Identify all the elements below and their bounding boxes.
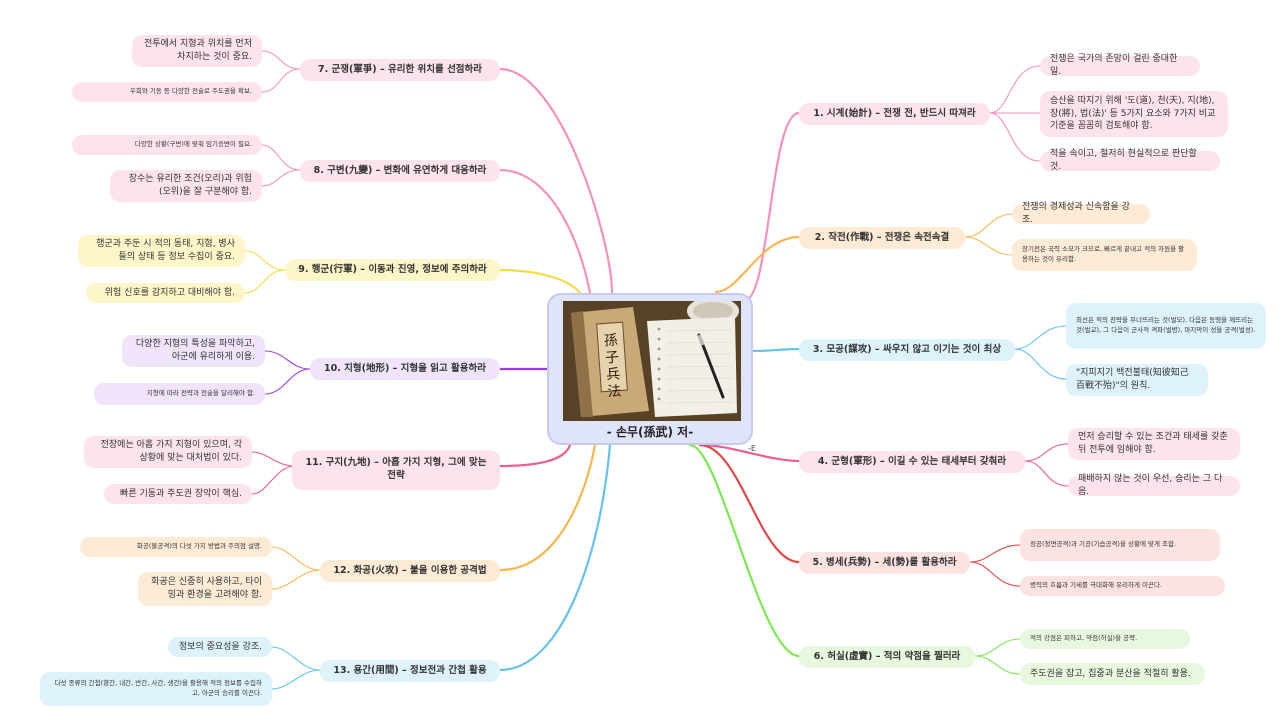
link-branch-13 bbox=[498, 443, 612, 672]
branch-2-leaf-2[interactable]: 장기전은 국력 소모가 크므로, 빠르게 끝내고 적의 자원을 활용하는 것이 … bbox=[1012, 239, 1197, 271]
branch-11-leaf-1[interactable]: 전장에는 아홉 가지 지형이 있으며, 각 상황에 맞는 대처법이 있다. bbox=[84, 436, 252, 468]
link-branch-7 bbox=[498, 67, 614, 295]
branch-12-leaf-1[interactable]: 화공(불공격)의 다섯 가지 방법과 주의점 설명. bbox=[80, 537, 272, 557]
branch-1-leaf-1[interactable]: 전쟁은 국가의 존망이 걸린 중대한 일. bbox=[1040, 54, 1200, 77]
link-branch-5 bbox=[698, 443, 801, 564]
link-branch-12 bbox=[498, 443, 597, 572]
branch-8-leaf-2[interactable]: 장수는 유리한 조건(오리)과 위험(오위)을 잘 구분해야 함. bbox=[110, 170, 262, 202]
link-branch-9 bbox=[498, 268, 582, 295]
branch-10[interactable]: 10. 지형(地形) – 지형을 읽고 활용하라 bbox=[310, 358, 500, 380]
book-title-char-3: 兵 bbox=[606, 366, 621, 383]
branch-3[interactable]: 3. 모공(謀攻) – 싸우지 않고 이기는 것이 최상 bbox=[799, 339, 1015, 361]
branch-12-leaf-2[interactable]: 화공은 신중히 사용하고, 타이밍과 환경을 고려해야 함. bbox=[138, 572, 272, 606]
branch-1[interactable]: 1. 시계(始計) – 전쟁 전, 반드시 따져라 bbox=[799, 103, 990, 125]
branch-4-leaf-1[interactable]: 먼저 승리할 수 있는 조건과 태세를 갖춘 뒤 전투에 임해야 함. bbox=[1068, 428, 1240, 460]
link-branch-2 bbox=[714, 235, 801, 294]
branch-11[interactable]: 11. 구지(九地) – 아홉 가지 지형, 그에 맞는 전략 bbox=[292, 450, 500, 490]
book-title-char-2: 子 bbox=[605, 350, 620, 367]
branch-8-leaf-1[interactable]: 다양한 상황(구변)에 맞춰 임기응변이 필요. bbox=[72, 135, 262, 155]
branch-6[interactable]: 6. 허실(虛實) – 적의 약점을 찔러라 bbox=[799, 646, 975, 668]
book-title-char-1: 孫 bbox=[603, 333, 618, 350]
branch-1-leaf-3[interactable]: 적을 속이고, 철저히 현실적으로 판단할 것. bbox=[1040, 149, 1220, 172]
branch-13-leaf-1[interactable]: 정보의 중요성을 강조. bbox=[168, 637, 272, 657]
stray-mark: -E bbox=[748, 444, 756, 453]
link-branch-4 bbox=[700, 443, 801, 463]
branch-12[interactable]: 12. 화공(火攻) – 불을 이용한 공격법 bbox=[320, 560, 500, 582]
link-branch-8 bbox=[498, 168, 592, 295]
link-branch-3 bbox=[751, 347, 801, 353]
branch-9[interactable]: 9. 행군(行軍) – 이동과 진영, 정보에 주의하라 bbox=[285, 259, 500, 281]
branch-4[interactable]: 4. 군형(軍形) – 이길 수 있는 태세부터 갖춰라 bbox=[799, 451, 1025, 473]
central-topic[interactable]: 孫 子 兵 法 - 손무(孫武) 저- bbox=[547, 293, 753, 445]
branch-5[interactable]: 5. 병세(兵勢) – 세(勢)를 활용하라 bbox=[799, 552, 970, 574]
branch-2-leaf-1[interactable]: 전쟁의 경제성과 신속함을 강조. bbox=[1012, 202, 1150, 225]
book-title-char-4: 法 bbox=[607, 383, 622, 400]
branch-13[interactable]: 13. 용간(用間) – 정보전과 간첩 활용 bbox=[320, 660, 500, 682]
branch-11-leaf-2[interactable]: 빠른 기동과 주도권 장악이 핵심. bbox=[104, 484, 252, 504]
branch-7-leaf-2[interactable]: 우회와 기동 등 다양한 전술로 주도권을 확보. bbox=[72, 82, 262, 102]
book-and-notebook-image: 孫 子 兵 法 bbox=[563, 301, 741, 421]
branch-6-leaf-2[interactable]: 주도권을 잡고, 집중과 분산을 적절히 활용. bbox=[1020, 663, 1205, 685]
branch-1-leaf-2[interactable]: 승산을 따지기 위해 '도(道), 천(天), 지(地), 장(將), 법(法)… bbox=[1040, 91, 1228, 137]
branch-10-leaf-1[interactable]: 다양한 지형의 특성을 파악하고, 아군에 유리하게 이용. bbox=[122, 335, 265, 367]
branch-8[interactable]: 8. 구변(九變) – 변화에 유연하게 대응하라 bbox=[300, 160, 500, 182]
branch-13-leaf-2[interactable]: 다섯 종류의 간첩(향간, 내간, 반간, 사간, 생간)을 활용해 적의 정보… bbox=[40, 672, 272, 706]
branch-4-leaf-2[interactable]: 패배하지 않는 것이 우선, 승리는 그 다음. bbox=[1068, 474, 1240, 497]
branch-10-leaf-2[interactable]: 지형에 따라 전략과 전술을 달리해야 함. bbox=[94, 383, 265, 405]
branch-3-leaf-1[interactable]: 최선은 적의 전략을 무너뜨리는 것(벌모), 다음은 동맹을 깨뜨리는 것(벌… bbox=[1066, 303, 1266, 349]
link-branch-11 bbox=[498, 443, 572, 468]
branch-9-leaf-2[interactable]: 위험 신호를 감지하고 대비해야 함. bbox=[86, 283, 245, 303]
central-topic-caption: - 손무(孫武) 저- bbox=[606, 425, 694, 439]
link-branch-6 bbox=[688, 443, 801, 658]
branch-2[interactable]: 2. 작전(作戰) – 전쟁은 속전속결 bbox=[799, 227, 965, 249]
branch-5-leaf-1[interactable]: 정공(정면공격)과 기공(기습공격)을 상황에 맞게 조합. bbox=[1020, 529, 1220, 561]
branch-3-leaf-2[interactable]: "지피지기 백전불태(知彼知己 百戰不殆)"의 원칙. bbox=[1066, 364, 1208, 396]
branch-7-leaf-1[interactable]: 전투에서 지형과 위치를 먼저 차지하는 것이 중요. bbox=[132, 35, 262, 67]
branch-9-leaf-1[interactable]: 행군과 주둔 시 적의 동태, 지형, 병사들의 상태 등 정보 수집이 중요. bbox=[78, 235, 245, 267]
branch-7[interactable]: 7. 군쟁(軍爭) – 유리한 위치를 선점하라 bbox=[300, 59, 500, 81]
link-branch-1 bbox=[743, 111, 801, 302]
branch-6-leaf-1[interactable]: 적의 강점은 피하고, 약점(허실)을 공략. bbox=[1020, 629, 1190, 649]
branch-5-leaf-2[interactable]: 병력의 흐름과 기세를 극대화해 유리하게 이끈다. bbox=[1020, 576, 1225, 596]
